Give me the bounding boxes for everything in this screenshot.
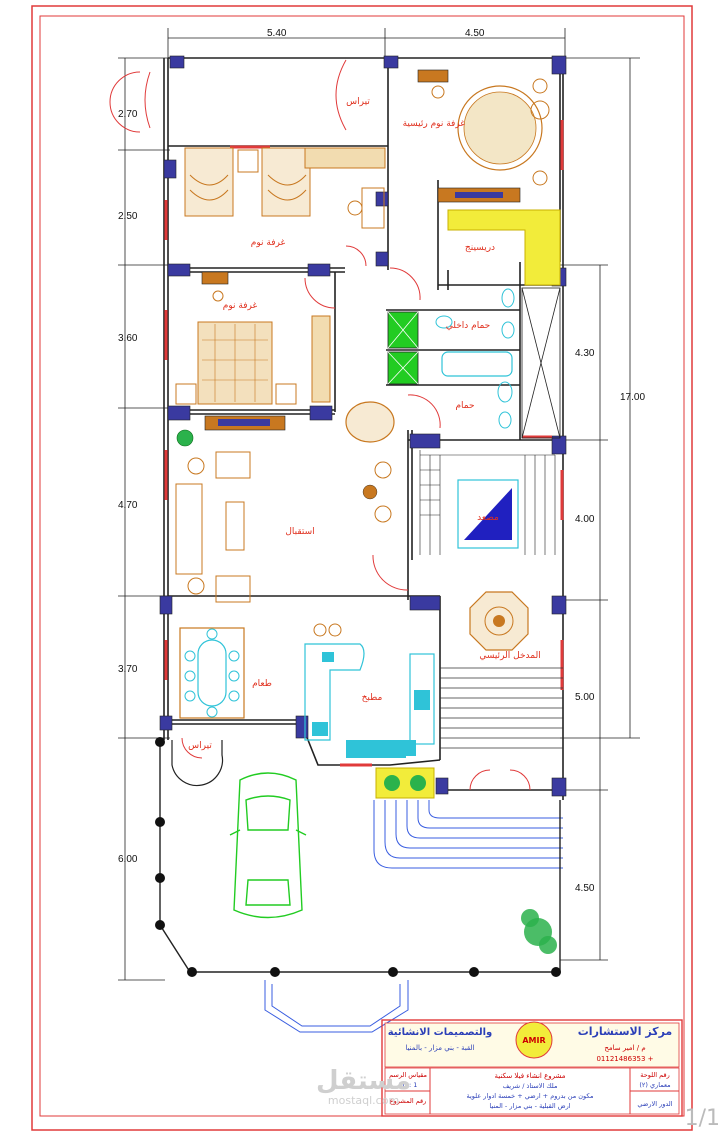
scale-value: 50 : 1 <box>399 1081 418 1089</box>
front-gate-bay <box>264 980 409 1033</box>
stairs <box>419 450 556 555</box>
label-bath: حمام <box>455 401 474 411</box>
dressing-shelves <box>447 209 561 286</box>
plant-icon <box>410 775 426 791</box>
project-title: مشروع انشاء فيلا سكنية <box>495 1072 566 1080</box>
watermark-arabic: مستقل <box>316 1066 412 1096</box>
dim-right-total: 17.00 <box>620 392 645 403</box>
plant-icon <box>384 775 400 791</box>
watermark: مستقل mostaql.com <box>316 1068 411 1107</box>
elevator <box>457 479 519 549</box>
garden-boundary <box>159 742 561 973</box>
master-bed-round <box>417 69 550 203</box>
title-block <box>381 1019 683 1117</box>
floor-label: الدور الارضي <box>637 1100 672 1108</box>
doors <box>109 59 531 791</box>
office-address: القبة - بني مزار - بالمنيا <box>405 1044 474 1052</box>
label-living: استقبال <box>285 527 314 537</box>
terrace-bottom-shape <box>171 740 224 787</box>
shaft-x <box>521 287 561 439</box>
dim-left-4: 4.70 <box>118 500 138 511</box>
dim-top-2: 4.50 <box>465 28 485 39</box>
logo-text: AMIR <box>522 1036 545 1045</box>
dim-right-1: 4.30 <box>575 348 595 359</box>
project-desc: مكون من بدروم + ارضي + خمسة ادوار علوية <box>467 1092 594 1100</box>
windows <box>164 120 564 767</box>
dimension-lines <box>118 28 640 981</box>
entrance-ornament <box>469 591 529 651</box>
label-main-entrance: المدخل الرئيسي <box>479 651 540 661</box>
dim-left-1: 2.70 <box>118 109 138 120</box>
label-kitchen: مطبخ <box>362 693 383 703</box>
page-indicator: 1/1 <box>684 1106 720 1131</box>
outer-frame <box>31 5 693 1131</box>
dining-furniture <box>179 627 245 719</box>
watermark-latin: mostaql.com <box>327 1094 400 1107</box>
bedroom-2-furniture <box>175 271 331 431</box>
dim-left-5: 3.70 <box>118 664 138 675</box>
label-dressing: دريسينج <box>465 243 495 253</box>
label-ensuite-bath: حمام داخلي <box>446 321 491 331</box>
kitchen-furniture <box>304 623 435 758</box>
tree-icon <box>521 909 557 954</box>
label-terrace-top: تيراس <box>346 97 370 107</box>
phone-number: 01121486353 + <box>596 1055 653 1063</box>
dim-left-2: 2.50 <box>118 211 138 222</box>
walls <box>163 57 564 800</box>
dim-right-2: 4.00 <box>575 514 595 525</box>
project-location: ارض القبلية - بني مزار - المنيا <box>489 1102 570 1110</box>
office-name-2: والتصميمات الانشائية <box>388 1027 493 1038</box>
dim-right-3: 5.00 <box>575 692 595 703</box>
garden-steps <box>373 800 563 869</box>
entrance-steps <box>440 667 563 749</box>
label-dining: طعام <box>252 679 272 689</box>
bath-fixtures <box>387 288 515 429</box>
drawing-label: رقم اللوحة <box>640 1071 669 1079</box>
label-bedroom-2: غرفة نوم <box>223 301 258 311</box>
label-elevator: مصعد <box>477 513 499 523</box>
bedroom-1-furniture <box>184 147 386 229</box>
label-terrace-bottom: تيراس <box>188 741 212 751</box>
scale-label: مقياس الرسم <box>389 1071 427 1079</box>
dim-left-3: 3.60 <box>118 333 138 344</box>
fence-posts <box>155 737 561 977</box>
engineer-name: م / امير سامح <box>604 1044 645 1052</box>
dim-left-6: 6.00 <box>118 854 138 865</box>
label-bedroom-1: غرفة نوم <box>251 238 286 248</box>
living-furniture <box>175 401 395 603</box>
drawing-value: (٢) معماري <box>639 1081 670 1089</box>
dim-top-1: 5.40 <box>267 28 287 39</box>
dim-right-4: 4.50 <box>575 883 595 894</box>
project-ref-label: رقم المشروع <box>390 1097 427 1105</box>
inner-frame <box>39 15 685 1117</box>
project-owner: ملك الاستاذ / شريف <box>503 1082 558 1090</box>
car-icon <box>229 772 307 919</box>
label-master-bedroom: غرفة نوم رئيسية <box>403 119 466 129</box>
office-name: مركز الاستشارات <box>578 1025 672 1038</box>
